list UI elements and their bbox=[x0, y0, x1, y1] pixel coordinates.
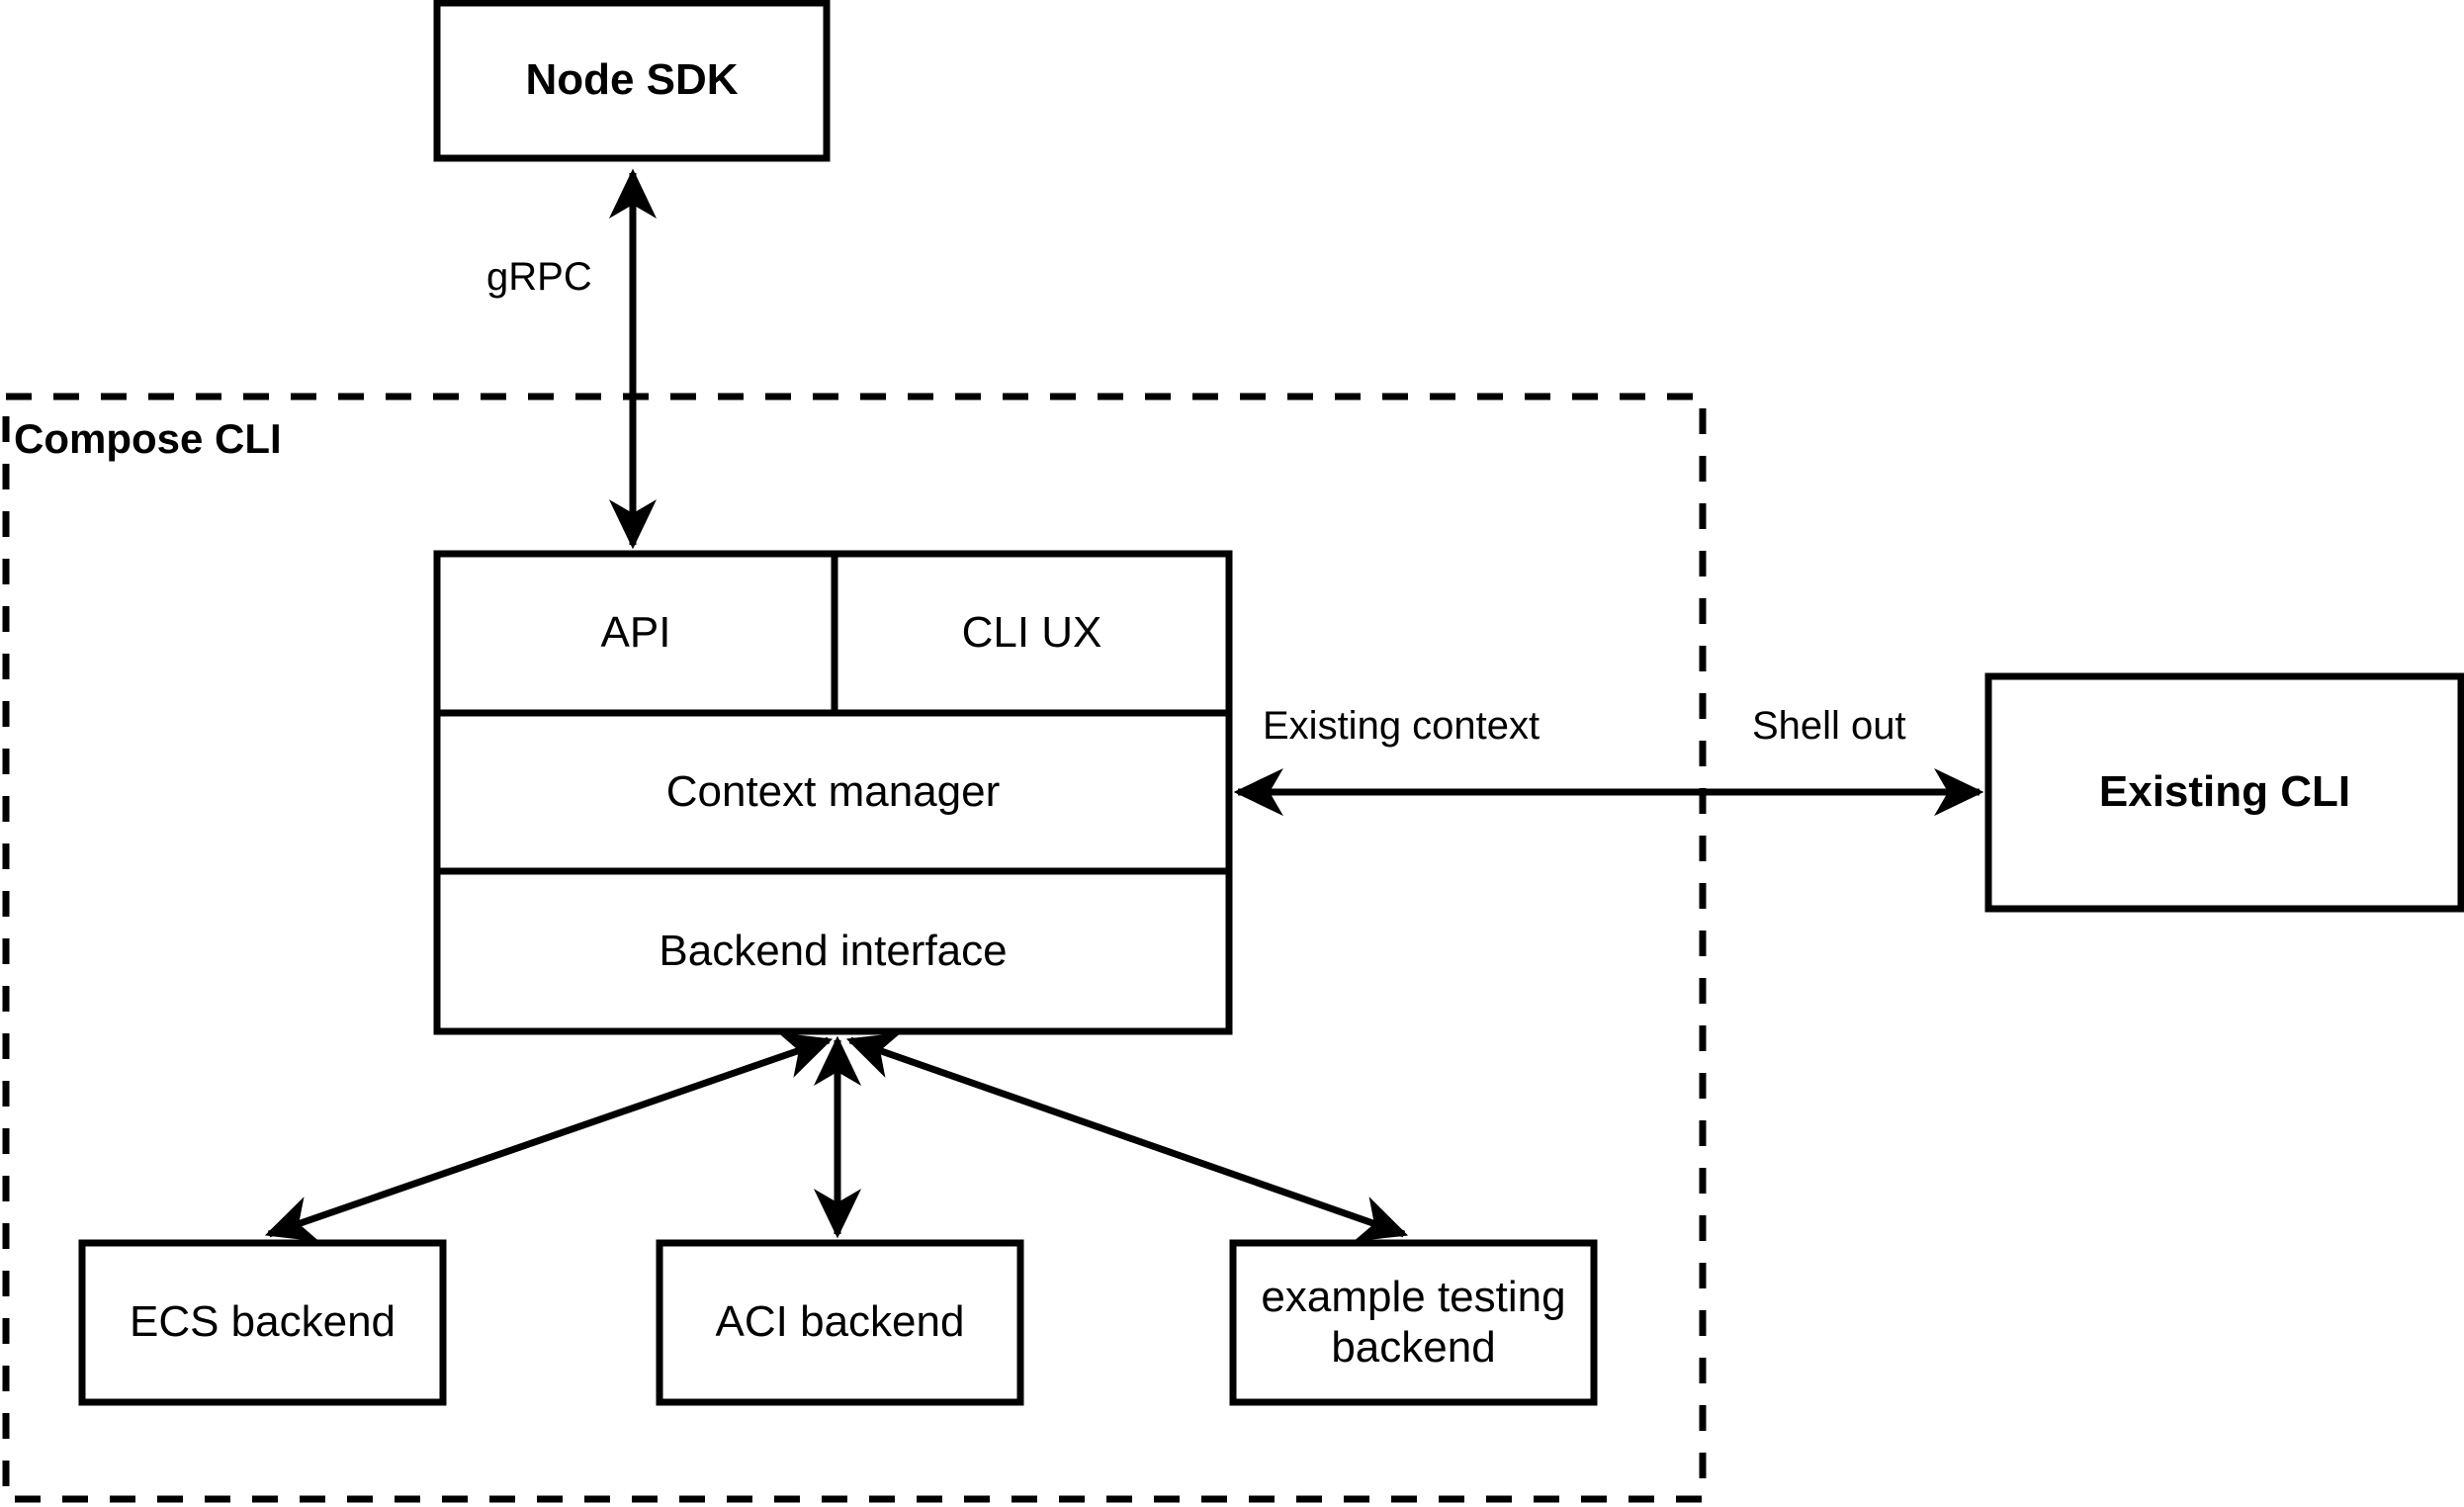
existing-context-edge-label: Existing context bbox=[1263, 704, 1540, 748]
ecs-backend-box[interactable] bbox=[78, 1239, 447, 1406]
shell-out-edge-label: Shell out bbox=[1752, 704, 1906, 748]
existing-cli-box[interactable] bbox=[1984, 672, 2464, 913]
example-testing-backend-arrow bbox=[845, 1032, 1409, 1242]
ecs-backend-arrow bbox=[264, 1032, 834, 1242]
example-testing-backend-box[interactable] bbox=[1229, 1239, 1598, 1406]
node-sdk-box[interactable] bbox=[433, 0, 831, 162]
compose-cli-group-border bbox=[2, 393, 1707, 1503]
aci-backend-box[interactable] bbox=[656, 1239, 1024, 1406]
grpc-edge-label: gRPC bbox=[486, 255, 592, 299]
compose-cli-group-label: Compose CLI bbox=[14, 415, 282, 462]
